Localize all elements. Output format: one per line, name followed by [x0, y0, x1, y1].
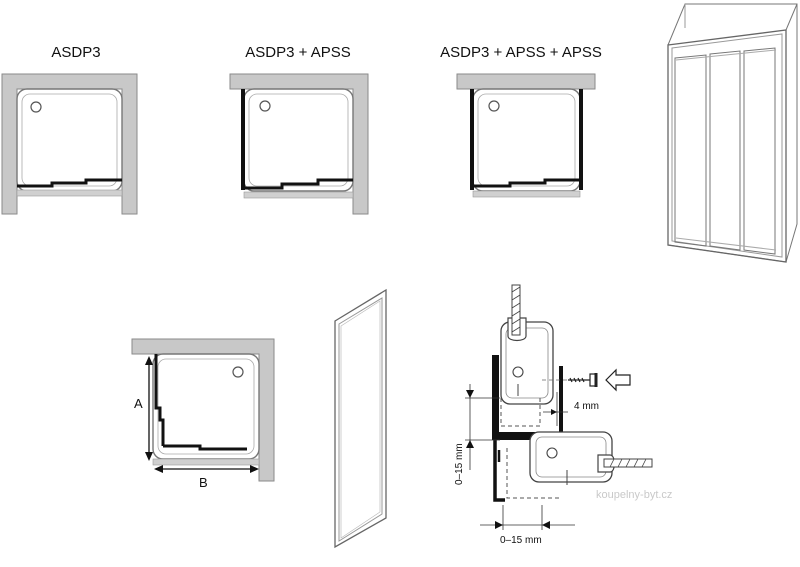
- watermark: koupelny-byt.cz: [596, 489, 672, 501]
- tray-step: [472, 190, 581, 198]
- side-panel-perspective: [334, 288, 387, 549]
- glass-hatch: [511, 286, 521, 333]
- wall-l-shape: [131, 338, 275, 482]
- dimension-b-label: B: [199, 475, 208, 490]
- insert-arrow-icon: [605, 368, 631, 392]
- arrow-up-icon: [145, 356, 153, 365]
- arrow-right-icon: [495, 521, 503, 529]
- tray-step: [243, 191, 354, 199]
- variant-title: ASDP3 + APSS + APSS: [440, 44, 602, 61]
- tray-rim: [21, 93, 118, 187]
- drain-icon: [259, 100, 271, 112]
- drain-icon: [488, 100, 500, 112]
- wall-lower-edge: [493, 440, 505, 502]
- sliding-door-profile: [17, 178, 122, 188]
- sliding-door-profile: [244, 178, 353, 190]
- drain-icon: [232, 366, 244, 378]
- gap-label: 4 mm: [574, 401, 599, 412]
- tray-rim: [477, 93, 576, 187]
- tray-step: [152, 458, 260, 466]
- sliding-door-profile: [473, 178, 580, 188]
- side-wall-apss: [154, 354, 165, 446]
- wall-corner: [492, 355, 560, 440]
- installation-detail: 4 mm 0‒15 mm 0‒15 mm: [454, 284, 653, 546]
- drain-icon: [512, 366, 524, 378]
- drain-icon: [30, 101, 42, 113]
- dimension-a-label: A: [134, 396, 143, 411]
- glass-hatch-horizontal: [609, 458, 647, 468]
- arrow-down-icon: [145, 452, 153, 461]
- door-profile: [163, 444, 247, 451]
- screw-icon: [568, 377, 590, 383]
- arrow-down-icon: [466, 390, 474, 398]
- variant-title: ASDP3: [51, 44, 100, 61]
- glass-panel-hatched: [511, 284, 521, 336]
- variant-asdp3: ASDP3: [1, 44, 138, 215]
- hidden-outline-lower: [506, 448, 560, 499]
- arrow-left-icon: [154, 465, 163, 473]
- wall-back: [456, 73, 596, 90]
- tray-step: [16, 189, 123, 197]
- tray-rim: [248, 93, 349, 187]
- dimension-plan: A B: [131, 338, 275, 490]
- horizontal-range-label: 0‒15 mm: [500, 535, 542, 546]
- variant-title: ASDP3 + APSS: [245, 44, 350, 61]
- enclosure-perspective: [667, 3, 798, 263]
- wall-profile-inner: [505, 327, 549, 399]
- arrow-right-icon: [250, 465, 259, 473]
- wall-profile-top: [500, 321, 554, 405]
- drain-icon: [546, 447, 558, 459]
- arrow-left-icon: [542, 521, 550, 529]
- wall-u-shape: [1, 73, 138, 215]
- hidden-outline-upper: [500, 398, 541, 427]
- vertical-range-label: 0‒15 mm: [454, 443, 465, 485]
- wall-l-shape: [229, 73, 369, 215]
- variant-asdp3-apss: ASDP3 + APSS: [229, 44, 369, 215]
- arrow-up-icon: [466, 440, 474, 448]
- variant-asdp3-apss-apss: ASDP3 + APSS + APSS: [440, 44, 602, 198]
- arrow-right-icon: [551, 409, 557, 415]
